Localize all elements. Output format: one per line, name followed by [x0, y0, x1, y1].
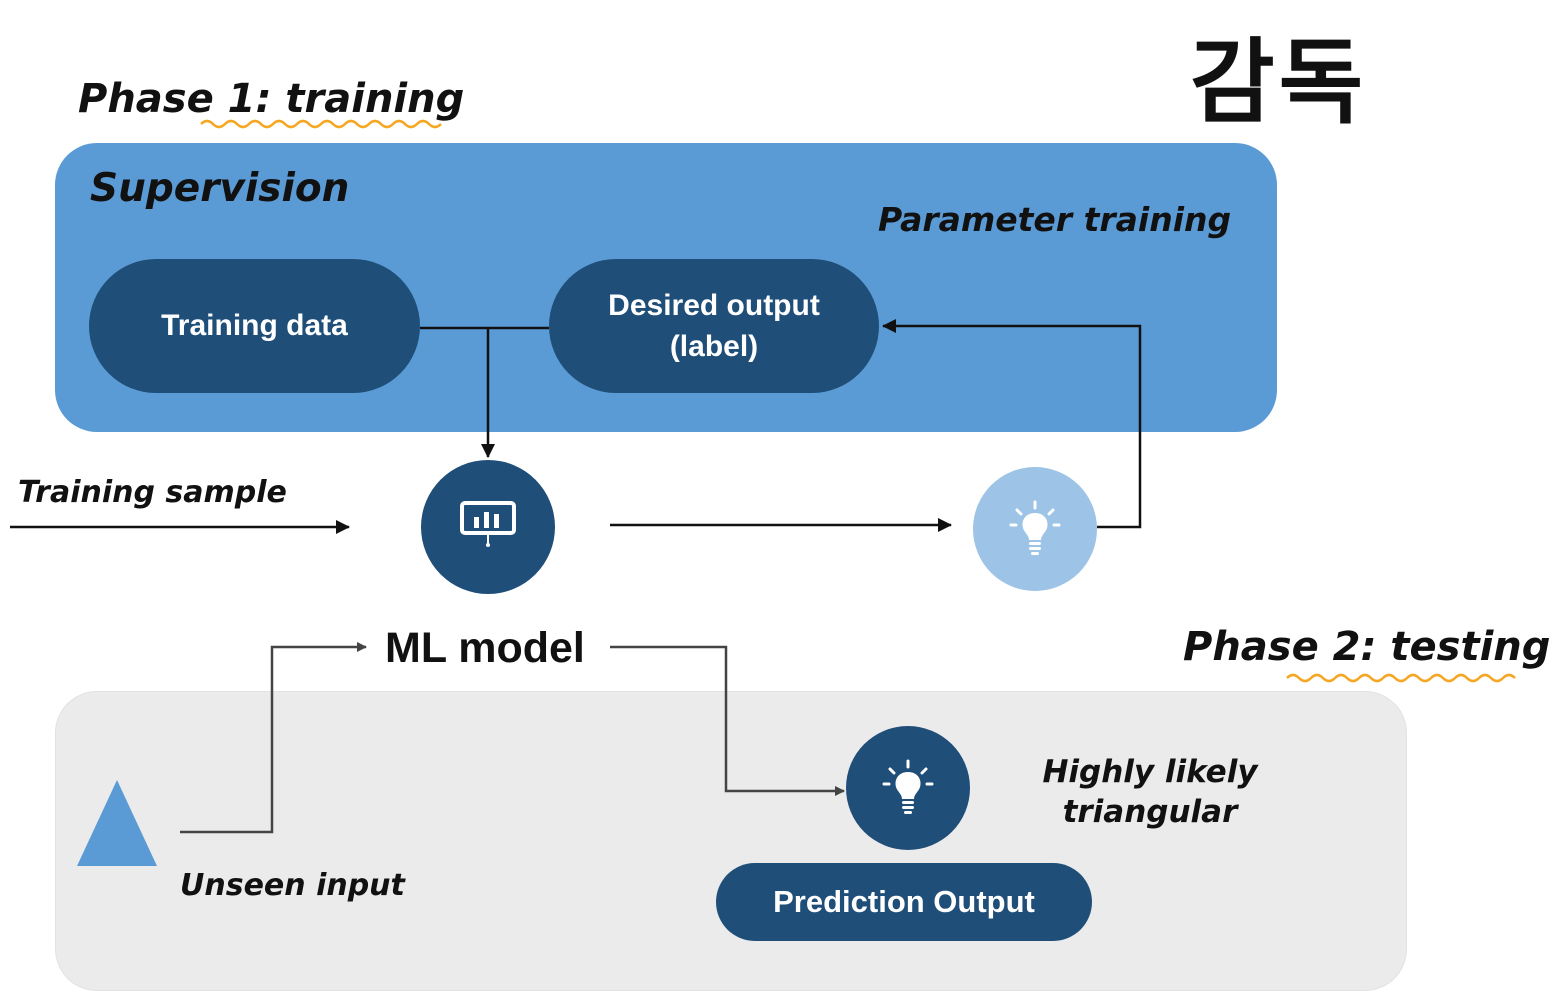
- prediction-output-node: Prediction Output: [716, 863, 1092, 941]
- training-data-node: Training data: [89, 259, 420, 393]
- presentation-chart-icon: [460, 501, 516, 547]
- phase1-heading: Phase 1: training: [78, 76, 465, 122]
- parameter-training-label: Parameter training: [878, 200, 1232, 239]
- prediction-arrow: [610, 645, 845, 796]
- lightbulb-icon: [1009, 500, 1061, 555]
- unseen-input-arrow: [180, 642, 367, 834]
- ml-model-label: ML model: [385, 624, 585, 672]
- desired-output-line1: Desired output: [608, 289, 820, 322]
- desired-output-line2: (label): [669, 330, 759, 363]
- phase1-underline: [200, 119, 442, 129]
- phase2-underline: [1286, 673, 1516, 683]
- prediction-caption: Highly likely triangular: [1030, 752, 1270, 832]
- ml-model-node: [421, 460, 555, 594]
- training-sample-label: Training sample: [18, 475, 287, 510]
- prediction-caption-line1: Highly likely: [1042, 754, 1258, 790]
- unseen-input-label: Unseen input: [180, 868, 405, 903]
- testing-panel: [55, 691, 1407, 991]
- training-output-node: [973, 467, 1097, 591]
- triangle-shape: [77, 780, 157, 866]
- prediction-node: [846, 726, 970, 850]
- desired-output-node: Desired output (label): [549, 259, 879, 393]
- prediction-caption-line2: triangular: [1062, 794, 1238, 830]
- page-title: 감독: [1190, 29, 1368, 136]
- feedback-arrow: [882, 319, 1142, 529]
- lightbulb-icon: [882, 759, 934, 814]
- phase2-heading: Phase 2: testing: [1183, 624, 1550, 670]
- supervision-label: Supervision: [90, 166, 350, 211]
